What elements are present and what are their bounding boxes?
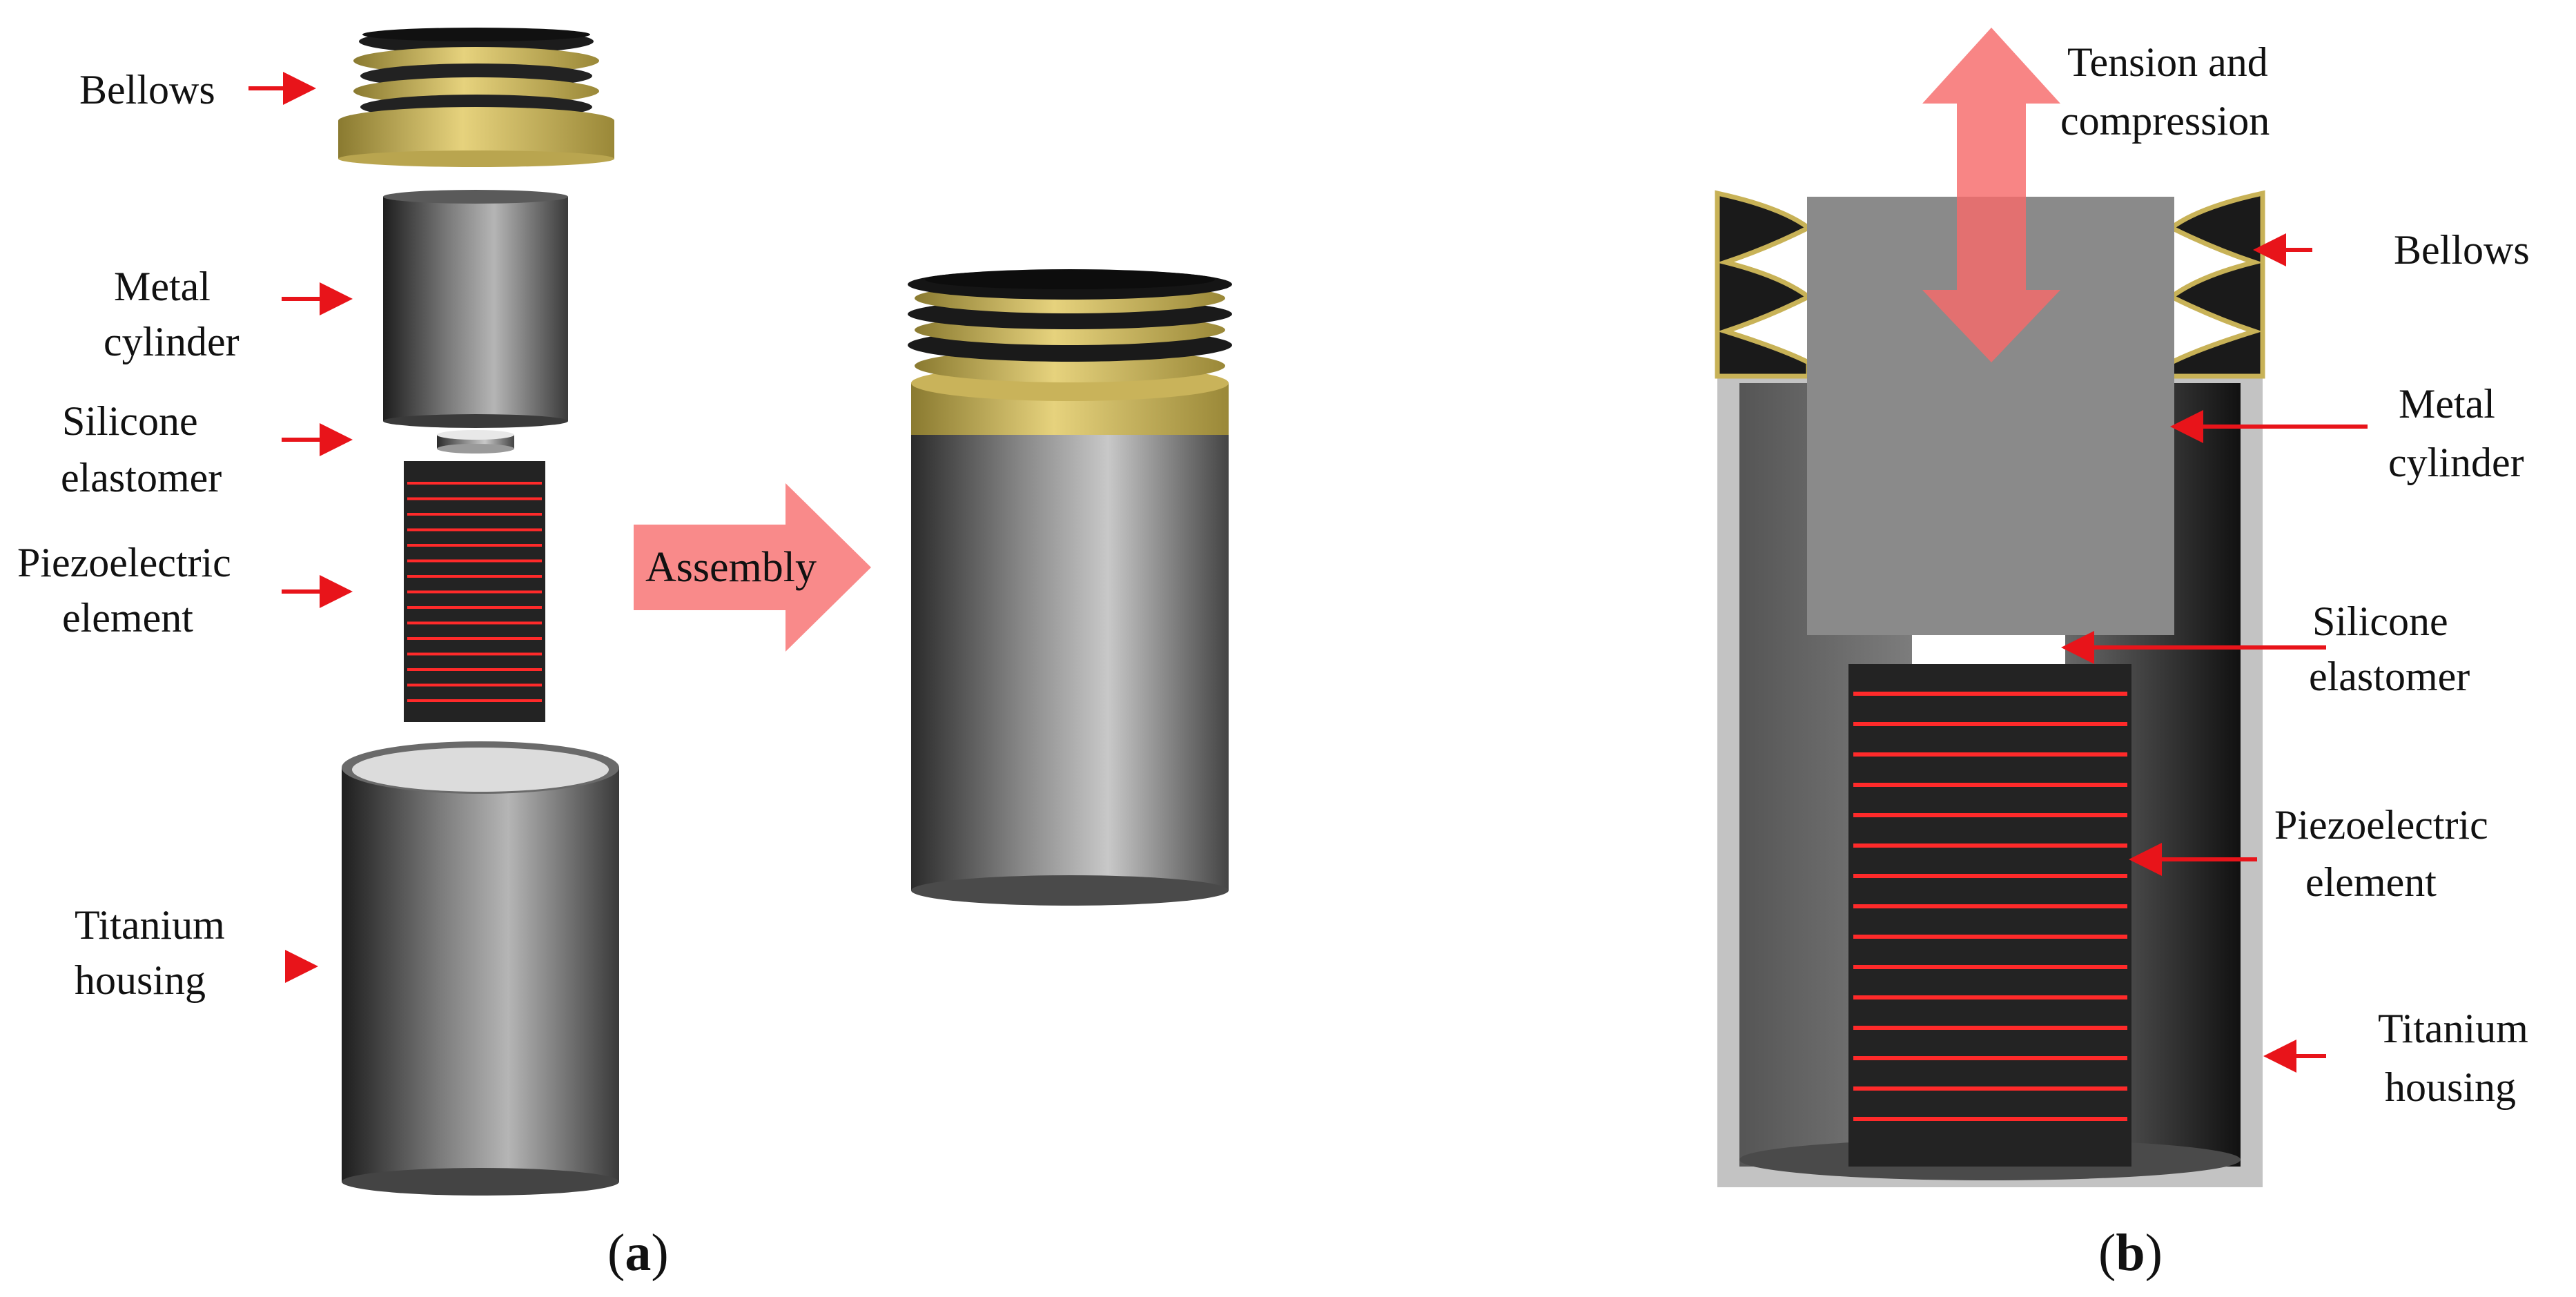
silicone-elastomer-section-b bbox=[1912, 635, 2065, 664]
label-metal-b-2: cylinder bbox=[2388, 440, 2524, 485]
label-tension-b-2: compression bbox=[2060, 98, 2270, 144]
piezoelectric-element-part-a bbox=[404, 461, 545, 722]
silicone-elastomer-part-a bbox=[437, 430, 514, 454]
caption-b: (b) bbox=[2098, 1224, 2163, 1282]
panel-b: Tension and compression Bellows Metal cy… bbox=[1715, 28, 2530, 1282]
assembly-label: Assembly bbox=[645, 544, 817, 591]
label-titanium-a-1: Titanium bbox=[75, 902, 225, 948]
label-titanium-a-2: housing bbox=[75, 957, 206, 1003]
label-piezo-b-2: element bbox=[2305, 859, 2437, 905]
label-metal-a-2: cylinder bbox=[104, 319, 240, 364]
caption-a-letter: a bbox=[625, 1224, 651, 1282]
piezoelectric-element-section-b bbox=[1848, 664, 2131, 1167]
bellows-section-b bbox=[1715, 190, 2265, 379]
caption-b-open: ( bbox=[2098, 1224, 2116, 1282]
assembled-sensor bbox=[908, 269, 1232, 906]
label-silicone-a-2: elastomer bbox=[61, 455, 222, 500]
label-piezo-a-2: element bbox=[62, 595, 193, 641]
label-tension-b-1: Tension and bbox=[2067, 39, 2268, 85]
label-bellows-b: Bellows bbox=[2394, 227, 2530, 273]
label-piezo-a-1: Piezoelectric bbox=[17, 540, 231, 585]
label-titanium-b-2: housing bbox=[2385, 1064, 2516, 1110]
tension-compression-arrow bbox=[1922, 28, 2060, 362]
caption-a-close: ) bbox=[651, 1224, 668, 1282]
label-silicone-b-2: elastomer bbox=[2309, 654, 2470, 699]
caption-a: (a) bbox=[607, 1224, 669, 1282]
label-piezo-b-1: Piezoelectric bbox=[2274, 802, 2488, 848]
label-silicone-b-1: Silicone bbox=[2312, 598, 2448, 644]
label-bellows-a: Bellows bbox=[79, 67, 215, 113]
label-titanium-b-1: Titanium bbox=[2378, 1006, 2528, 1051]
assembly-arrow: Assembly bbox=[634, 483, 871, 652]
panel-a: Bellows Metal cylinder Silicone elastome… bbox=[17, 28, 1232, 1282]
label-metal-b-1: Metal bbox=[2399, 381, 2495, 427]
bellows-part-a bbox=[338, 28, 614, 167]
caption-a-open: ( bbox=[607, 1224, 625, 1282]
caption-b-letter: b bbox=[2116, 1224, 2145, 1282]
titanium-housing-part-a bbox=[342, 741, 619, 1196]
caption-b-close: ) bbox=[2145, 1224, 2163, 1282]
label-silicone-a-1: Silicone bbox=[62, 398, 198, 444]
piezo-stripes bbox=[407, 482, 542, 702]
metal-cylinder-part-a bbox=[383, 190, 568, 428]
piezo-stripes-b bbox=[1853, 692, 2127, 1121]
label-metal-a-1: Metal bbox=[114, 264, 211, 309]
